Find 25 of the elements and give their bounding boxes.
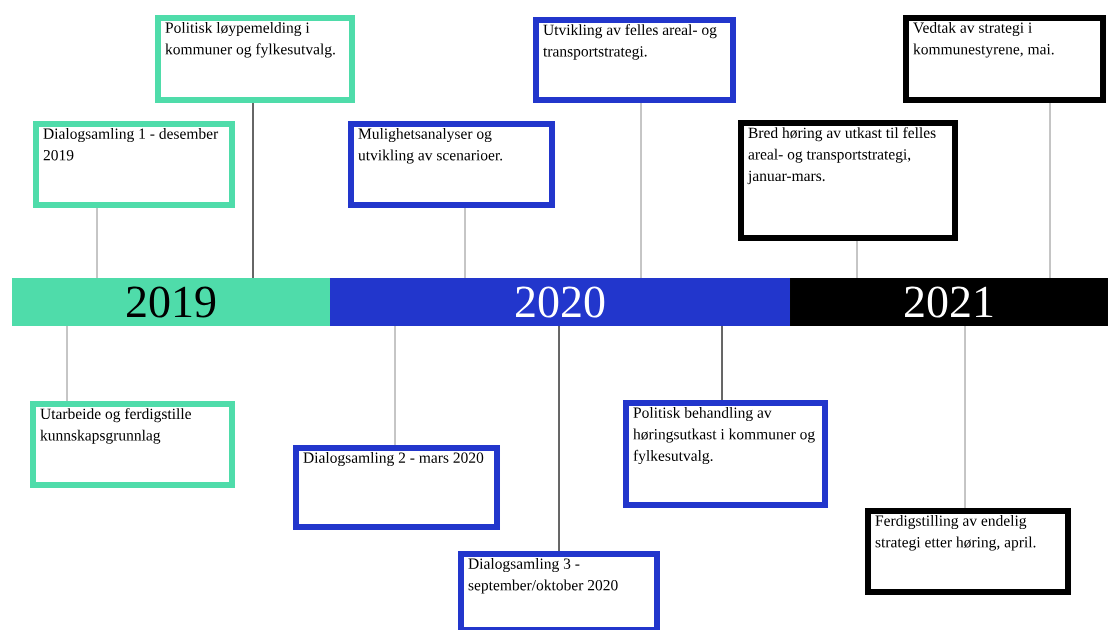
leader-line bbox=[721, 325, 723, 401]
year-band: 2020 bbox=[330, 278, 790, 326]
leader-line bbox=[96, 207, 98, 279]
leader-line bbox=[558, 325, 560, 552]
event-box: Ferdigstilling av endelig strategi etter høring, april. bbox=[865, 508, 1071, 595]
leader-line bbox=[394, 325, 396, 446]
leader-line bbox=[640, 102, 642, 279]
event-box: Dialogsamling 1 - desember 2019 bbox=[33, 121, 235, 208]
event-box: Vedtak av strategi i kommunestyrene, mai. bbox=[903, 15, 1106, 103]
event-box: Mulighetsanalyser og utvikling av scenarioer. bbox=[348, 121, 555, 208]
event-box: Bred høring av utkast til felles areal- og transportstrategi, januar-mars. bbox=[738, 120, 958, 241]
event-box: Dialogsamling 2 - mars 2020 bbox=[293, 445, 500, 530]
leader-line bbox=[252, 102, 254, 279]
year-band: 2019 bbox=[12, 278, 330, 326]
event-box: Utvikling av felles areal- og transportstrategi. bbox=[533, 17, 736, 103]
year-band: 2021 bbox=[790, 278, 1108, 326]
leader-line bbox=[464, 207, 466, 279]
event-box: Politisk løypemelding i kommuner og fylkesutvalg. bbox=[155, 15, 355, 103]
event-box: Politisk behandling av høringsutkast i kommuner og fylkesutvalg. bbox=[623, 400, 828, 508]
leader-line bbox=[1049, 102, 1051, 279]
leader-line bbox=[964, 325, 966, 509]
event-box: Dialogsamling 3 - september/oktober 2020 bbox=[458, 551, 660, 630]
event-box: Utarbeide og ferdigstille kunnskapsgrunnlag bbox=[30, 401, 235, 488]
leader-line bbox=[66, 325, 68, 402]
leader-line bbox=[856, 240, 858, 279]
